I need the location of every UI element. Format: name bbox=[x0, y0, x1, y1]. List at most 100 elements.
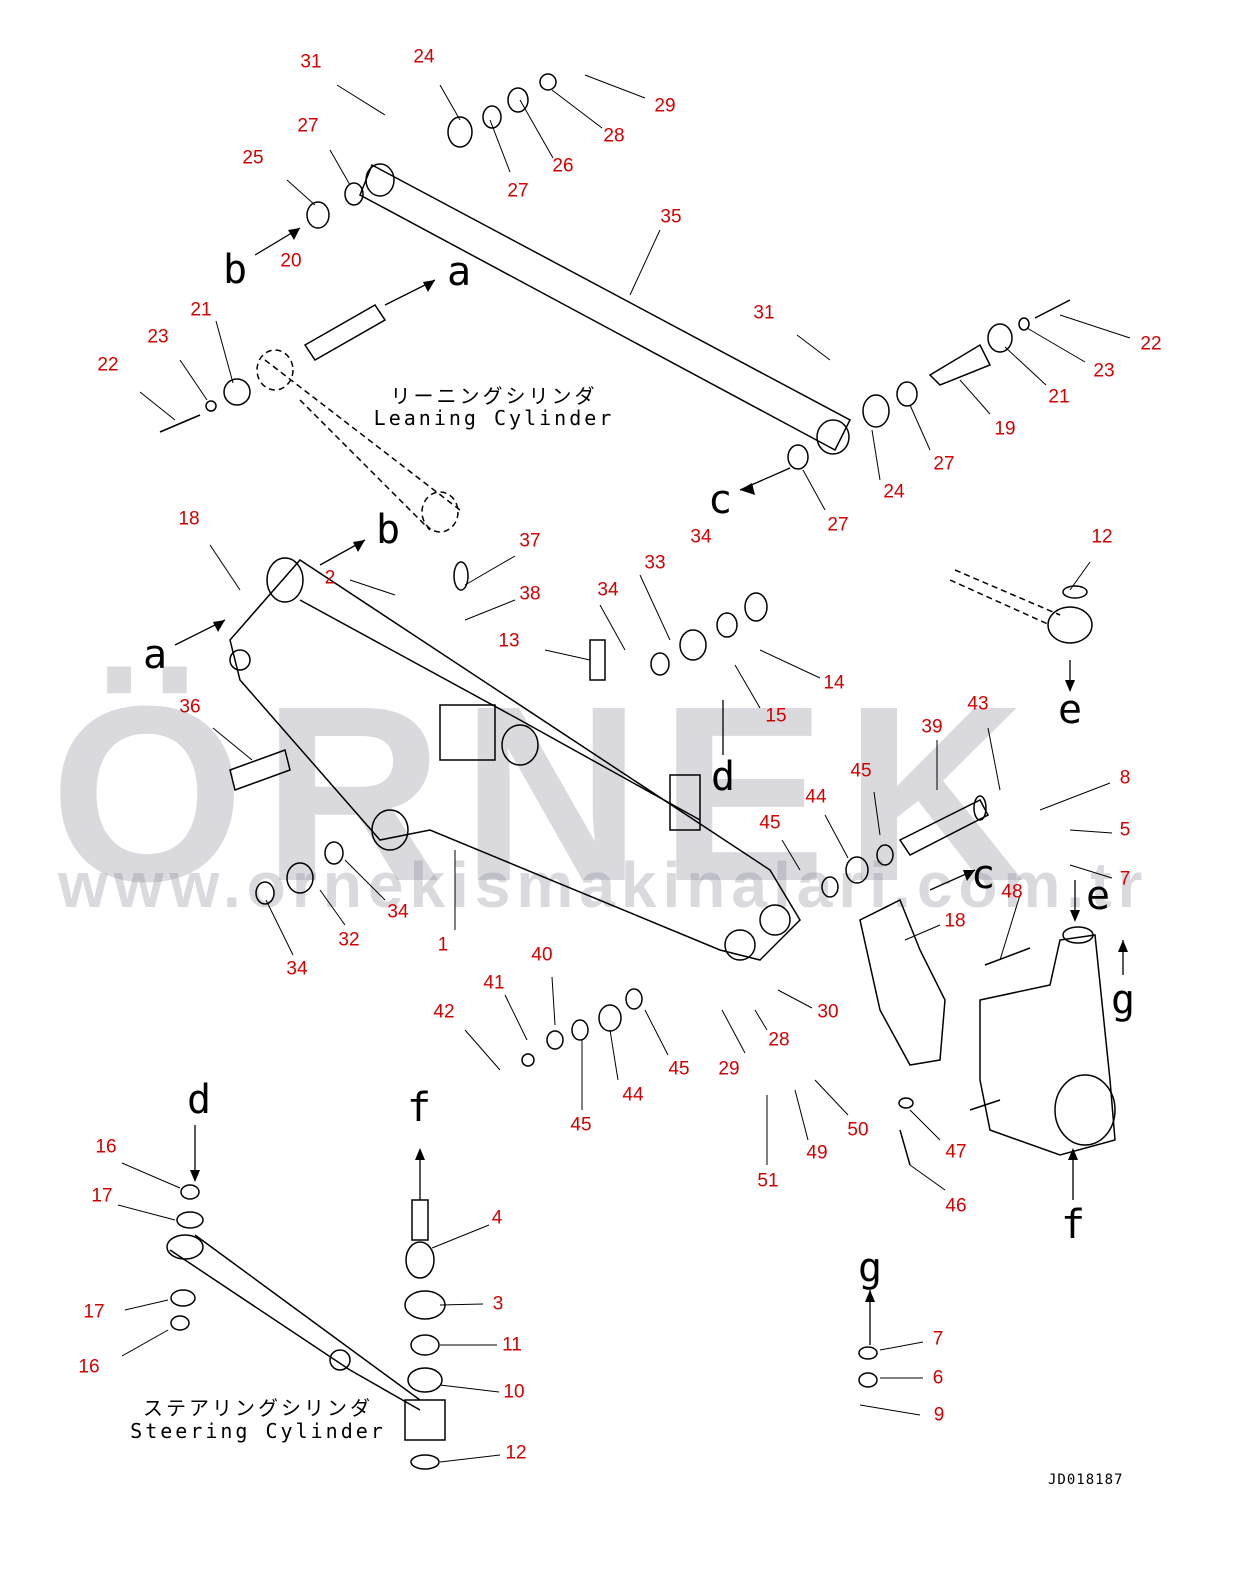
ref-letter-e: e bbox=[1057, 687, 1083, 733]
callout-12: 12 bbox=[1091, 526, 1113, 548]
callout-24: 24 bbox=[413, 46, 435, 68]
callout-42: 42 bbox=[433, 1001, 455, 1023]
callout-40: 40 bbox=[531, 944, 553, 966]
callout-44: 44 bbox=[805, 786, 827, 808]
ref-letter-b: b bbox=[222, 247, 248, 293]
callout-7: 7 bbox=[932, 1328, 944, 1350]
callout-21: 21 bbox=[1048, 386, 1070, 408]
callout-16: 16 bbox=[95, 1136, 117, 1158]
ref-letter-g: g bbox=[857, 1245, 883, 1291]
ref-letter-b: b bbox=[375, 507, 401, 553]
callout-34: 34 bbox=[597, 579, 619, 601]
callout-27: 27 bbox=[933, 453, 955, 475]
callout-11: 11 bbox=[502, 1334, 522, 1356]
callout-48: 48 bbox=[1001, 881, 1023, 903]
callout-33: 33 bbox=[644, 552, 666, 574]
callout-34: 34 bbox=[387, 901, 409, 923]
callout-50: 50 bbox=[847, 1119, 869, 1141]
callout-18: 18 bbox=[178, 508, 200, 530]
callout-25: 25 bbox=[242, 147, 264, 169]
drawing-code: JD018187 bbox=[1048, 1472, 1124, 1488]
callout-34: 34 bbox=[690, 526, 712, 548]
callout-14: 14 bbox=[823, 672, 845, 694]
callout-9: 9 bbox=[933, 1404, 945, 1426]
callout-6: 6 bbox=[932, 1367, 944, 1389]
callout-44: 44 bbox=[622, 1084, 644, 1106]
callout-21: 21 bbox=[190, 299, 212, 321]
callout-8: 8 bbox=[1119, 767, 1131, 789]
callout-26: 26 bbox=[552, 155, 574, 177]
ref-letter-f: f bbox=[406, 1085, 432, 1131]
callout-13: 13 bbox=[498, 630, 520, 652]
watermark-logo: ÖRNEK bbox=[50, 654, 1043, 933]
callout-27: 27 bbox=[507, 180, 529, 202]
ref-letter-d: d bbox=[710, 754, 736, 800]
ref-letter-a: a bbox=[446, 249, 472, 295]
callout-46: 46 bbox=[945, 1195, 967, 1217]
watermark-url: www.ornekismakinalari.com.tr bbox=[58, 849, 1149, 921]
callout-3: 3 bbox=[492, 1293, 504, 1315]
callout-15: 15 bbox=[765, 705, 787, 727]
callout-29: 29 bbox=[654, 95, 676, 117]
callout-37: 37 bbox=[519, 530, 541, 552]
callout-4: 4 bbox=[491, 1207, 503, 1229]
ref-letter-g: g bbox=[1110, 977, 1136, 1023]
ref-letter-c: c bbox=[970, 852, 996, 898]
callout-45: 45 bbox=[668, 1058, 690, 1080]
callout-45: 45 bbox=[570, 1114, 592, 1136]
callout-31: 31 bbox=[300, 51, 322, 73]
callout-32: 32 bbox=[338, 929, 360, 951]
leaning-cylinder bbox=[256, 349, 461, 533]
callout-1: 1 bbox=[437, 934, 449, 956]
main-frame bbox=[229, 557, 801, 961]
bushings-top bbox=[159, 73, 1071, 470]
arrowheads bbox=[190, 228, 1128, 1302]
callout-31: 31 bbox=[753, 302, 775, 324]
callout-27: 27 bbox=[827, 514, 849, 536]
callout-34: 34 bbox=[286, 958, 308, 980]
steering-knuckle bbox=[859, 569, 1116, 1166]
ref-letter-c: c bbox=[707, 477, 733, 523]
callout-30: 30 bbox=[817, 1001, 839, 1023]
steering-cylinder-caption-en: Steering Cylinder bbox=[130, 1419, 386, 1443]
ref-letter-e: e bbox=[1085, 873, 1111, 919]
leaning-rod bbox=[359, 163, 851, 455]
bushings-middle bbox=[255, 561, 990, 1067]
callout-22: 22 bbox=[1140, 333, 1162, 355]
callout-45: 45 bbox=[759, 812, 781, 834]
callout-47: 47 bbox=[945, 1141, 967, 1163]
callout-29: 29 bbox=[718, 1058, 740, 1080]
leader-lines bbox=[117, 74, 1131, 1463]
callout-39: 39 bbox=[921, 716, 943, 738]
callout-12: 12 bbox=[505, 1442, 527, 1464]
callout-23: 23 bbox=[1093, 360, 1115, 382]
ref-letter-d: d bbox=[186, 1077, 212, 1123]
callout-41: 41 bbox=[483, 972, 505, 994]
callout-20: 20 bbox=[280, 250, 302, 272]
callout-36: 36 bbox=[179, 696, 201, 718]
steering-cylinder bbox=[166, 1184, 421, 1411]
callout-27: 27 bbox=[297, 115, 319, 137]
callout-18: 18 bbox=[944, 910, 966, 932]
callout-51: 51 bbox=[757, 1170, 779, 1192]
callout-17: 17 bbox=[91, 1185, 113, 1207]
arrows bbox=[174, 227, 1124, 1345]
leaning-cylinder-caption-en: Leaning Cylinder bbox=[373, 406, 615, 430]
callout-28: 28 bbox=[603, 125, 625, 147]
ref-letter-a: a bbox=[142, 632, 168, 678]
callout-7: 7 bbox=[1119, 868, 1131, 890]
callout-49: 49 bbox=[806, 1142, 828, 1164]
callout-24: 24 bbox=[883, 481, 905, 503]
callout-17: 17 bbox=[83, 1301, 105, 1323]
callout-38: 38 bbox=[519, 583, 541, 605]
callout-22: 22 bbox=[97, 354, 119, 376]
callout-23: 23 bbox=[147, 326, 169, 348]
callout-43: 43 bbox=[967, 693, 989, 715]
leaning-cylinder-caption-jp: リーニングシリンダ bbox=[390, 384, 598, 408]
callout-5: 5 bbox=[1119, 819, 1131, 841]
kingpin-parts bbox=[404, 1199, 878, 1470]
callout-45: 45 bbox=[850, 760, 872, 782]
callout-35: 35 bbox=[660, 206, 682, 228]
